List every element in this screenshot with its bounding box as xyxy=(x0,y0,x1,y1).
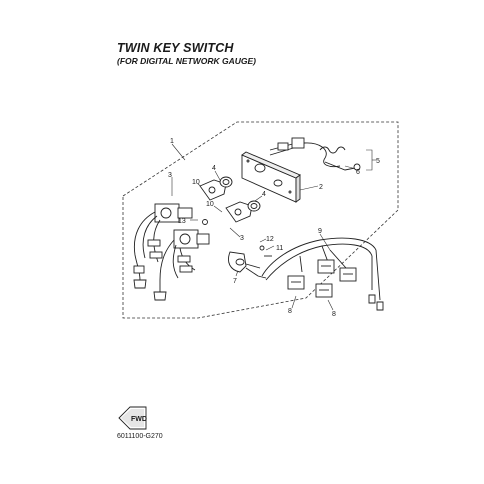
diagram-code: 6011100-G270 xyxy=(117,433,163,440)
callout-11: 11 xyxy=(276,245,283,252)
callout-1: 1 xyxy=(170,138,174,145)
callout-5: 5 xyxy=(376,158,380,165)
callout-4-lower: 4 xyxy=(262,191,266,198)
switch-harness xyxy=(133,211,196,301)
callout-12: 12 xyxy=(266,236,274,243)
callout-10-upper: 10 xyxy=(192,179,200,186)
callout-8-right: 8 xyxy=(332,311,336,318)
fwd-label: FWD xyxy=(131,416,147,423)
fwd-arrow: FWD xyxy=(118,406,147,430)
callout-3-upper: 3 xyxy=(168,172,172,179)
diagram-subtitle: (FOR DIGITAL NETWORK GAUGE) xyxy=(117,56,256,66)
callout-13: 13 xyxy=(178,218,186,225)
callout-labels: 1 2 3 3 4 4 5 6 7 8 8 9 10 10 11 12 13 xyxy=(168,138,380,318)
network-harness xyxy=(261,237,384,311)
callout-6: 6 xyxy=(356,169,360,176)
key-switch-lower xyxy=(173,200,261,249)
callout-10-lower: 10 xyxy=(206,201,214,208)
key-switch-upper xyxy=(154,176,233,223)
callout-7: 7 xyxy=(233,278,237,285)
callout-3-lower: 3 xyxy=(240,235,244,242)
callout-8-left: 8 xyxy=(288,308,292,315)
stop-switch xyxy=(228,245,272,279)
leader-lines xyxy=(171,143,376,311)
switch-panel xyxy=(241,151,301,203)
key-cord xyxy=(269,137,361,171)
callout-2: 2 xyxy=(319,184,323,191)
diagram-title: TWIN KEY SWITCH xyxy=(117,41,234,55)
callout-4-upper: 4 xyxy=(212,165,216,172)
assembly-outline xyxy=(122,121,399,319)
callout-9: 9 xyxy=(318,228,322,235)
